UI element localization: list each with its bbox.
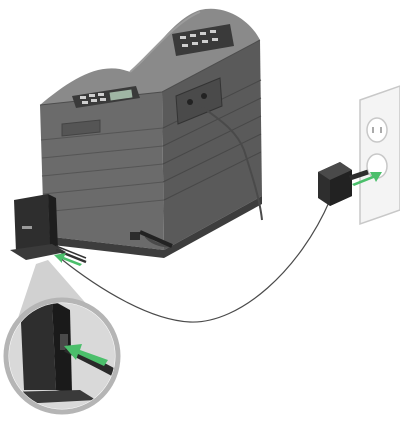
top-button-panel-right (172, 24, 234, 56)
rear-connector-panel (175, 77, 223, 125)
green-arrow-icon (54, 253, 82, 266)
wall-outlet-icon (359, 85, 400, 226)
main-unit (39, 8, 262, 258)
top-button-panel-left (72, 86, 140, 108)
green-arrow-icon (352, 172, 382, 186)
power-supply-icon (318, 162, 369, 206)
aux-cable (197, 103, 263, 221)
adapter-link-cable (59, 199, 331, 323)
green-arrow-icon (64, 344, 108, 366)
zoom-callout (3, 260, 121, 415)
wireless-adapter-icon (10, 194, 87, 264)
